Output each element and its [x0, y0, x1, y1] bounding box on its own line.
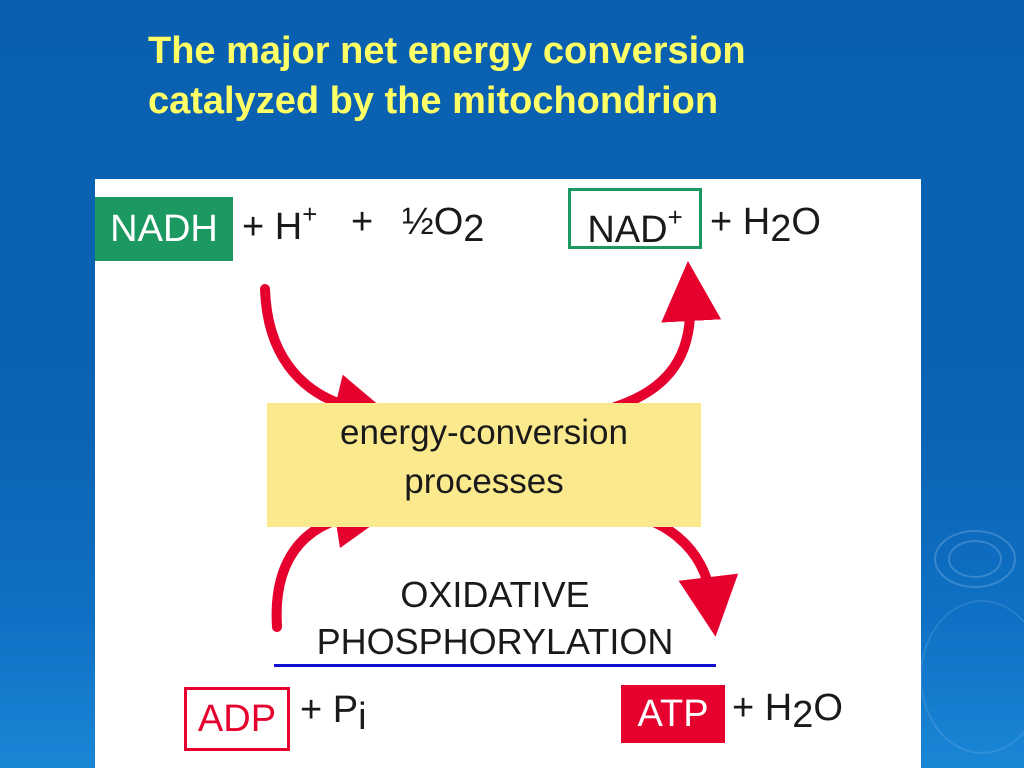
phosphorylation-label: PHOSPHORYLATION — [316, 621, 674, 662]
title-line-1: The major net energy conversion — [148, 30, 746, 72]
reactant-pi: + Pi — [300, 689, 367, 739]
h-charge: + — [302, 201, 318, 229]
nadh-box: NADH — [95, 197, 233, 261]
adp-box: ADP — [184, 687, 290, 751]
half-o2-text: ½O — [402, 201, 464, 243]
pi-subscript: i — [358, 695, 367, 738]
energy-conversion-box — [267, 403, 701, 527]
arrow-process-to-nad — [610, 261, 722, 412]
ripple-decoration — [934, 530, 1016, 588]
slide-title: The major net energy conversion catalyze… — [148, 26, 908, 126]
plus-p-text: + P — [300, 689, 359, 731]
ripple-decoration — [920, 600, 1024, 754]
nad-text: NAD — [587, 209, 668, 252]
product-h2o-bottom: + H2O — [732, 687, 843, 737]
diagram-panel: NADH + H+ + ½O2 NAD+ + H2O energy-conver… — [95, 179, 921, 768]
process-underline — [274, 664, 716, 667]
title-line-2: catalyzed by the mitochondrion — [148, 80, 719, 122]
h2o-subscript: 2 — [792, 693, 814, 736]
energy-conversion-label-1: energy-conversion — [340, 413, 628, 452]
nad-charge: + — [667, 204, 683, 232]
plus-h-text: + H — [710, 201, 771, 243]
atp-box: ATP — [621, 685, 725, 743]
h2o-o: O — [791, 201, 821, 243]
oxidative-label: OXIDATIVE — [400, 574, 590, 615]
reactant-h-plus: + H+ — [242, 201, 317, 249]
reactant-half-o2: ½O2 — [402, 201, 484, 251]
product-h2o-top: + H2O — [710, 201, 821, 251]
h2o-o: O — [813, 687, 843, 729]
arrow-nadh-to-process — [260, 284, 394, 433]
plus-h-text: + H — [732, 687, 793, 729]
energy-conversion-label-2: processes — [404, 462, 564, 501]
nad-plus-box: NAD+ — [568, 188, 702, 252]
plus-sign: + — [351, 201, 374, 243]
h2o-subscript: 2 — [770, 207, 792, 250]
plus-h-text: + H — [242, 206, 303, 249]
o2-subscript: 2 — [463, 207, 485, 250]
